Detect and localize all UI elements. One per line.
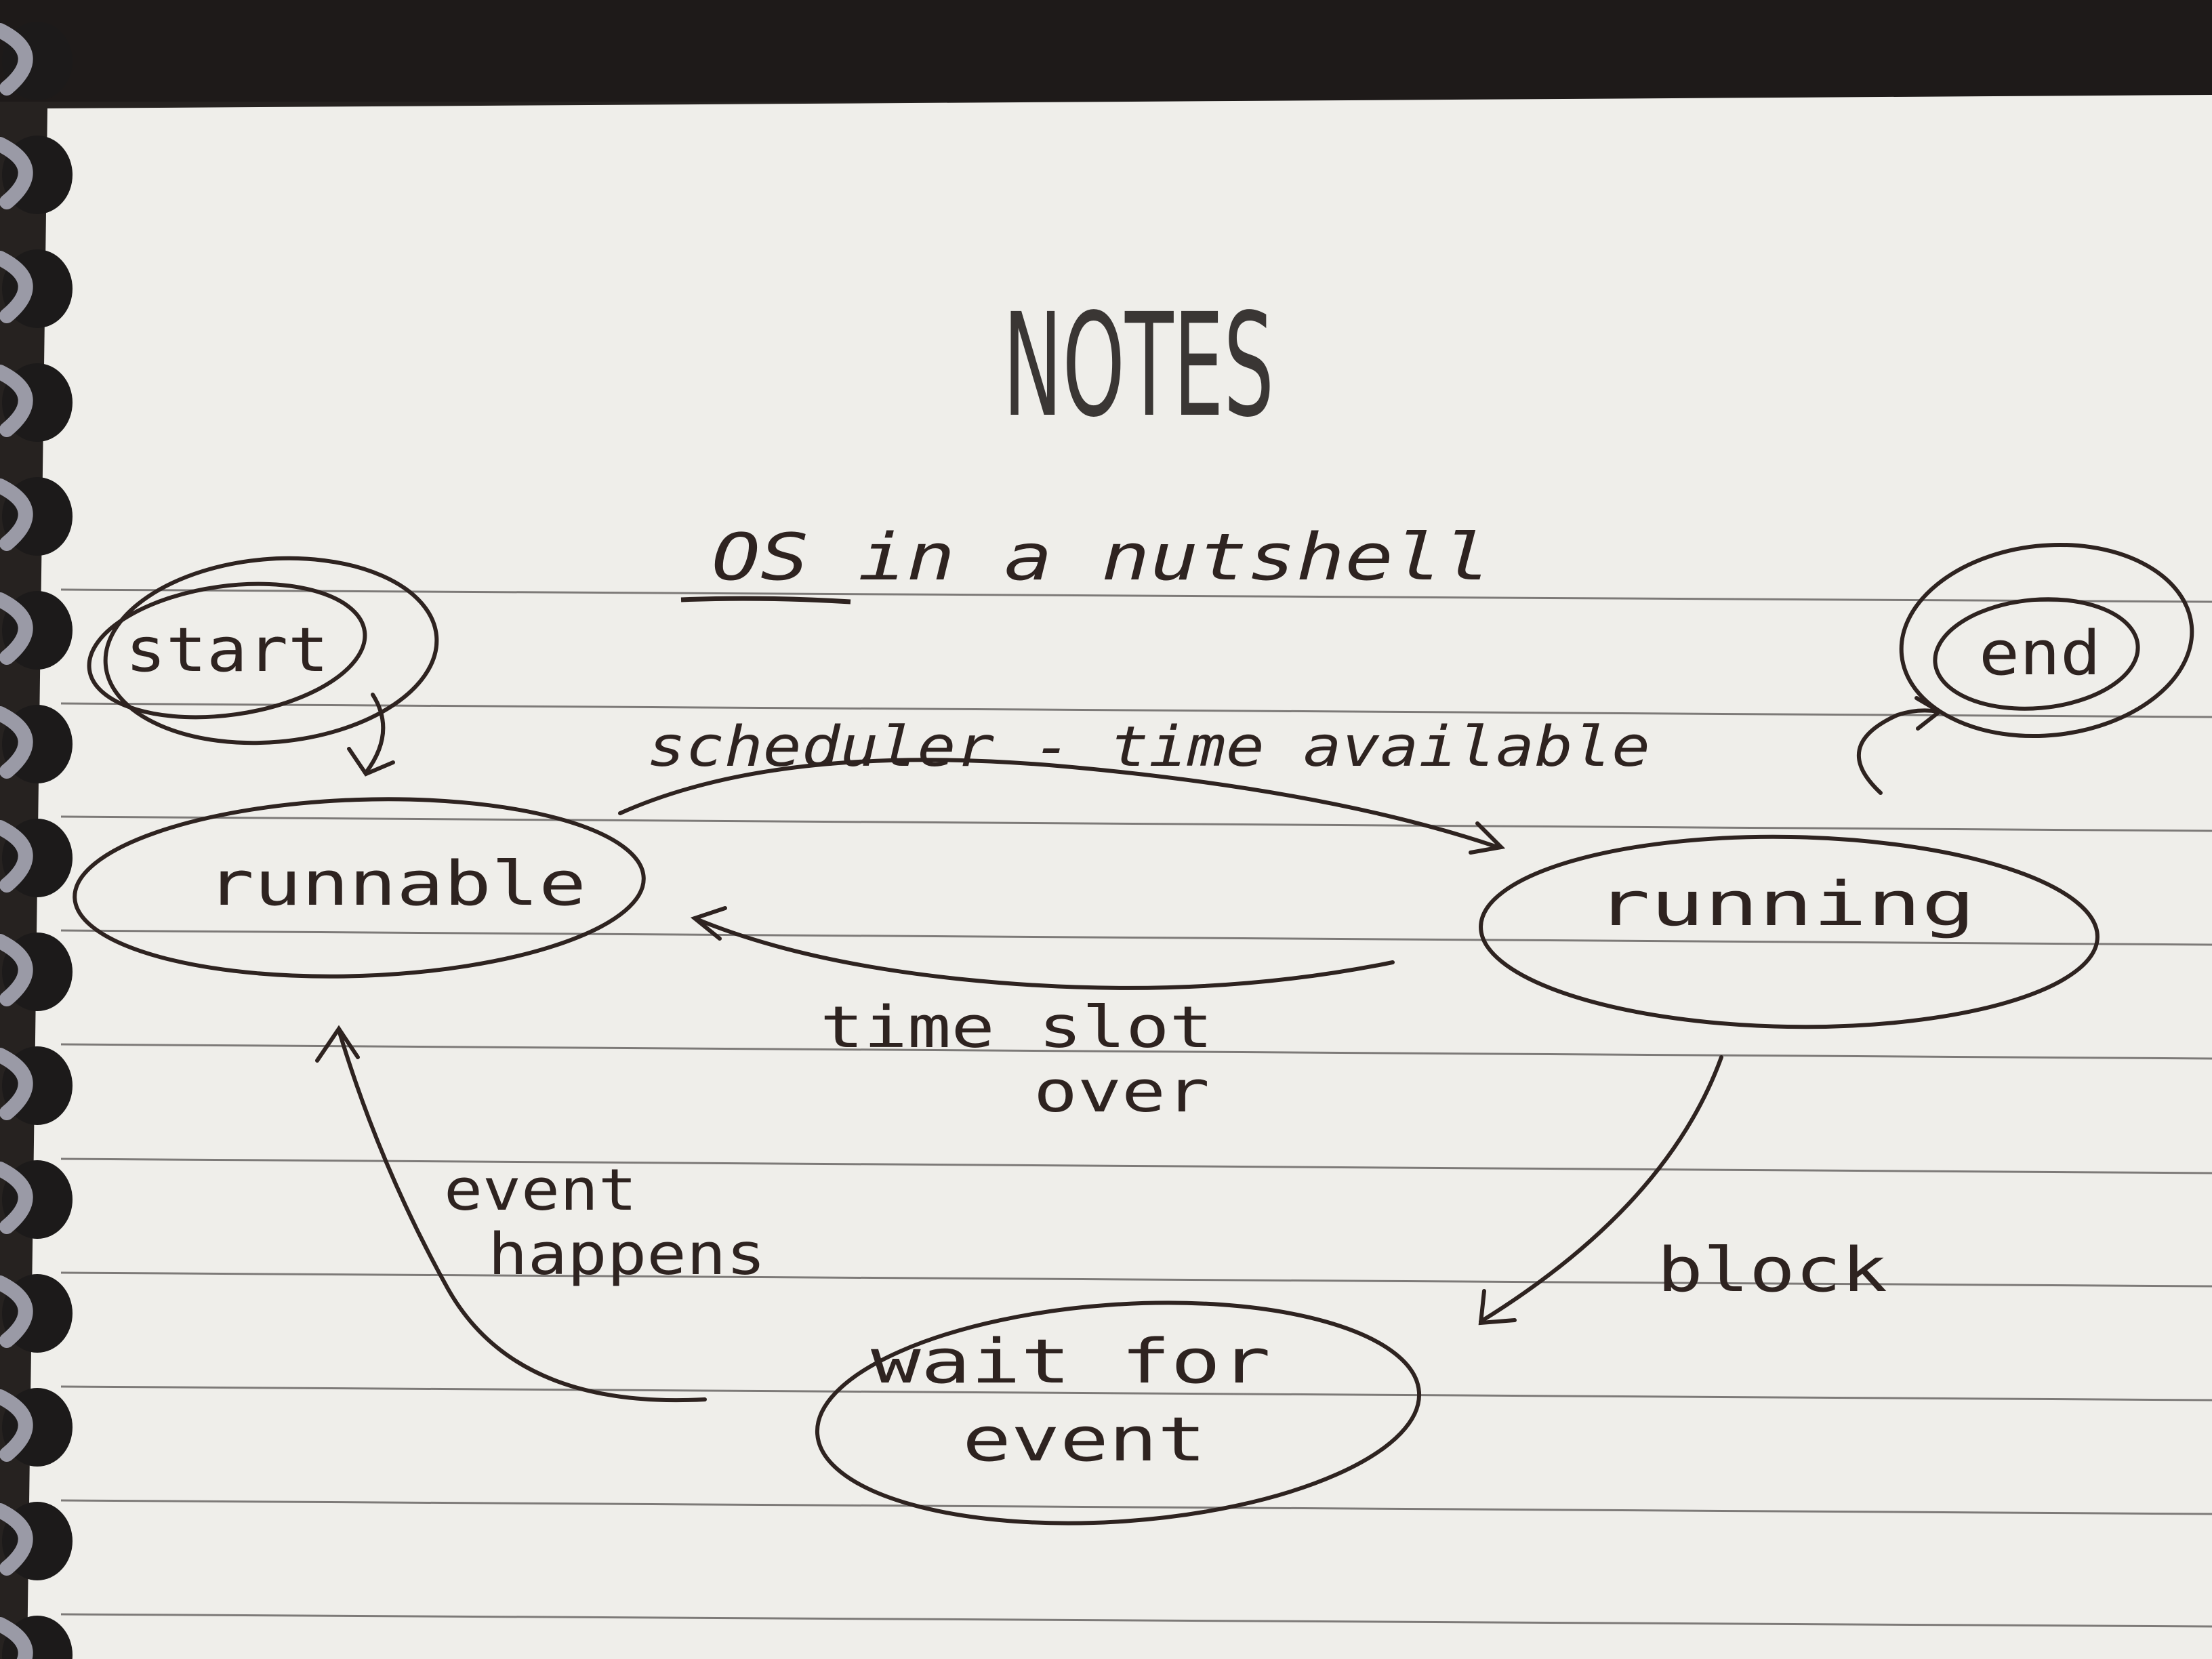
state-running-label: running xyxy=(1596,869,1975,940)
ruled-lines xyxy=(60,588,2212,1628)
spiral-wire xyxy=(0,1162,33,1234)
spiral-wire xyxy=(0,1275,33,1348)
spiral-wire xyxy=(0,820,33,893)
label-event-happens-line2: happens xyxy=(488,1221,766,1288)
label-time-slot-line2: over xyxy=(1033,1059,1210,1126)
arrow-start-to-runnable xyxy=(347,693,395,777)
arrow-wait-to-runnable xyxy=(315,1025,707,1403)
state-runnable: runnable xyxy=(73,797,646,979)
spiral-wire xyxy=(0,23,33,96)
page-heading: NOTES xyxy=(1003,283,1274,449)
spiral-wire xyxy=(0,592,33,665)
label-scheduler-time-available: scheduler - time available xyxy=(647,715,1650,779)
state-end: end xyxy=(1899,542,2194,739)
spiral-wire xyxy=(0,1389,33,1462)
state-start-label: start xyxy=(125,615,329,686)
spiral-wire xyxy=(0,1503,33,1576)
spiral-wire xyxy=(0,251,33,323)
notebook-cover-edge xyxy=(0,0,2212,102)
arrow-running-to-end xyxy=(1856,696,1944,795)
arrow-running-to-runnable xyxy=(690,906,1395,990)
state-wait-for-event: wait for event xyxy=(815,1300,1422,1525)
label-block: block xyxy=(1657,1235,1887,1306)
spiral-binding xyxy=(0,22,73,1659)
state-wait-label-line1: wait for xyxy=(871,1326,1271,1397)
spiral-wire xyxy=(0,1617,33,1659)
state-running: running xyxy=(1479,834,2100,1029)
state-end-label: end xyxy=(1979,618,2101,689)
spiral-wire xyxy=(0,137,33,209)
notebook-page xyxy=(27,95,2212,1659)
state-runnable-label: runnable xyxy=(207,848,586,920)
spiral-wire xyxy=(0,478,33,551)
spiral-wire xyxy=(0,365,33,437)
spiral-wire xyxy=(0,706,33,779)
state-wait-label-line2: event xyxy=(962,1404,1206,1475)
arrow-runnable-to-running xyxy=(618,758,1506,855)
spiral-wire xyxy=(0,1048,33,1120)
diagram-title: OS in a nutshell xyxy=(712,520,1491,595)
label-event-happens-line1: event xyxy=(444,1157,637,1224)
spiral-wire xyxy=(0,934,33,1006)
state-start: start xyxy=(87,556,439,745)
arrow-running-to-wait xyxy=(1478,1055,1723,1326)
label-time-slot-line1: time slot xyxy=(820,994,1213,1061)
title-underline xyxy=(680,596,851,605)
